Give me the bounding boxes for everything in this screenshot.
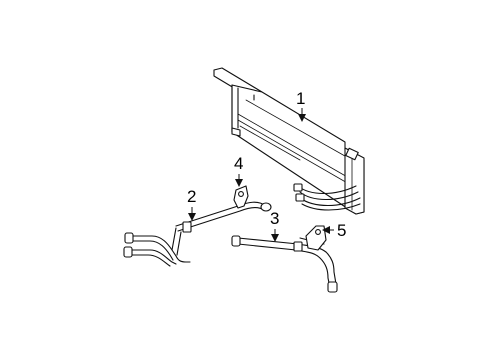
oil-cooler-radiator-icon [213, 67, 365, 215]
cooler-hose-assembly-icon [231, 235, 338, 293]
mounting-bracket-icon [233, 185, 249, 209]
callout-4: 4 [234, 154, 243, 187]
callout-number: 4 [234, 154, 243, 173]
callout-number: 2 [187, 187, 196, 206]
cooler-line-pipe-icon [123, 201, 272, 267]
callout-3: 3 [270, 209, 279, 242]
callout-number: 1 [296, 89, 305, 108]
mounting-bracket-icon [305, 225, 327, 251]
callout-number: 5 [337, 221, 346, 240]
callout-5: 5 [322, 221, 346, 240]
callout-2: 2 [187, 187, 196, 221]
callout-number: 3 [270, 209, 279, 228]
callout-1: 1 [296, 89, 306, 122]
